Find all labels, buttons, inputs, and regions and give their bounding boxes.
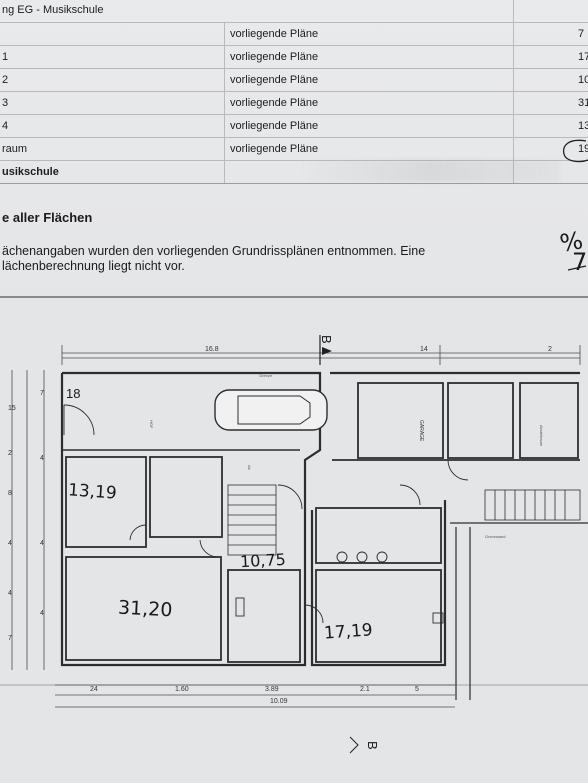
table-row-source: vorliegende Pläne [230,74,319,86]
dimension-ticks-bottom: 24 1.60 3.89 2.1 5 10.09 [90,686,419,705]
handwritten-area-room-a: 13,19 [67,480,118,504]
handwritten-area-room-d: 17,19 [323,620,374,644]
svg-text:2: 2 [548,346,552,353]
floor-plan: 15 2 8 4 4 7 7 4 4 4 24 1.60 3.89 2.1 5 10.09 16.8 14… [0,295,588,783]
svg-text:15: 15 [8,405,16,412]
dimension-chain-bottom [55,684,455,708]
svg-text:10.09: 10.09 [270,698,288,705]
table-row-source: vorliegende Pläne [230,28,319,40]
stairs [227,484,581,556]
svg-text:4: 4 [40,540,44,547]
note-line-2: lächenberechnung liegt nicht vor. [2,259,185,273]
svg-text:4: 4 [8,540,12,547]
table-row-value: 19 [578,143,588,155]
dimension-ticks-left: 15 2 8 4 4 7 7 4 4 4 [8,390,44,642]
bleed-through-shadow [300,160,560,182]
table-row-label: 2 [2,74,9,86]
table-row-source: vorliegende Pläne [230,143,319,155]
svg-text:HOF: HOF [149,420,154,429]
svg-text:Ab: Ab [247,465,252,471]
dimension-chain-left [11,370,45,670]
svg-text:8: 8 [8,490,12,497]
table-rule [0,114,588,115]
table-row-label: 3 [2,97,9,109]
table-row-value: 17 [578,51,588,63]
table-row-value: 10 [578,74,588,86]
handwritten-area-room-c: 10,75 [239,549,287,572]
section-note: ächenangaben wurden den vorliegenden Gru… [2,244,522,274]
svg-text:7: 7 [40,390,44,397]
garage-label: GARAGE [418,420,424,442]
section-heading: e aller Flächen [2,210,93,225]
table-rule [0,45,588,46]
table-row-label: 4 [2,120,9,132]
handwritten-stroke [567,265,587,271]
svg-text:5: 5 [415,686,419,693]
sanitary-fixtures [235,551,444,624]
section-marker-top-label: B [319,335,334,344]
table-rule [0,137,588,138]
table-column-divider [513,0,514,183]
table-row-label: raum [2,143,28,155]
svg-text:4: 4 [8,590,12,597]
table-rule [0,22,588,23]
svg-text:4: 4 [40,455,44,462]
exterior-walls [60,371,580,667]
table-row-value: 31 [578,97,588,109]
handwritten-mark: 7 [572,248,588,276]
garage-walls [332,382,580,461]
room-number: 18 [66,386,80,401]
svg-text:24: 24 [90,686,98,693]
svg-text:4: 4 [40,610,44,617]
table-row-source: vorliegende Pläne [230,51,319,63]
table-row-value: 7 [578,28,585,40]
svg-text:Abstellraum: Abstellraum [539,425,544,447]
svg-text:Grenze: Grenze [259,373,273,378]
svg-text:7: 7 [8,635,12,642]
svg-text:1.60: 1.60 [175,686,189,693]
handwritten-area-room-b: 31,20 [117,596,173,622]
section-marker-top: B [319,335,334,365]
plan-background [0,295,588,783]
table-row-label: 1 [2,51,9,63]
table-rule [0,91,588,92]
door-swings [63,404,469,624]
svg-text:2: 2 [8,450,12,457]
table-rule [0,68,588,69]
table-column-divider [224,22,225,183]
dimension-ticks-top: 16.8 14 2 [205,346,552,353]
svg-text:Grenzwand: Grenzwand [485,534,505,539]
table-total-label: usikschule [2,166,59,178]
svg-text:16.8: 16.8 [205,346,219,353]
dimension-chain-top [61,345,581,365]
room-walls [65,456,442,663]
table-row-source: vorliegende Pläne [230,120,319,132]
car-symbol [214,389,328,431]
table-rule [0,183,588,184]
table-row-value: 13 [578,120,588,132]
neighbour-walls [450,522,588,700]
svg-text:14: 14 [420,346,428,353]
table-row-source: vorliegende Pläne [230,97,319,109]
svg-text:3.89: 3.89 [265,686,279,693]
section-marker-bottom: B [349,736,380,754]
table-rule [0,160,588,161]
handwritten-circle [562,139,588,163]
svg-text:2.1: 2.1 [360,686,370,693]
note-line-1: ächenangaben wurden den vorliegenden Gru… [2,244,426,258]
section-marker-bottom-label: B [365,741,380,750]
plan-microtext: HOF Grenze Abstellraum Grenzwand Ab [149,373,544,539]
page-title: ng EG - Musikschule [2,4,104,16]
